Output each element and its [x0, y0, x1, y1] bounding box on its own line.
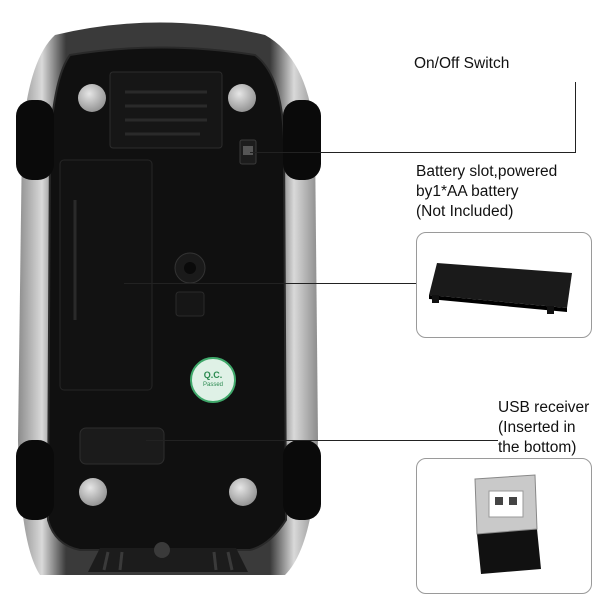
rear-right-tire — [283, 440, 321, 520]
usb-callout-line1: USB receiver — [498, 399, 590, 416]
foot-pad-top-right — [228, 84, 256, 112]
switch-leader-vertical — [575, 82, 576, 153]
label-panel — [109, 71, 223, 149]
battery-callout-line3: (Not Included) — [416, 203, 514, 220]
battery-callout-line2: by1*AA battery — [416, 183, 519, 200]
usb-receiver-slot — [79, 427, 165, 465]
rear-left-tire — [16, 440, 54, 520]
qc-seal-sub: Passed — [202, 382, 223, 388]
battery-cover-inset — [416, 232, 592, 338]
front-right-tire — [283, 100, 321, 180]
battery-leader-line — [124, 283, 416, 284]
usb-receiver-image — [474, 474, 541, 574]
qc-seal: Q.C. Passed — [190, 357, 236, 403]
battery-callout-line1: Battery slot,powered — [416, 163, 558, 180]
battery-cover — [59, 159, 153, 391]
label-panel-lines — [125, 90, 207, 136]
front-left-tire — [16, 100, 54, 180]
switch-callout: On/Off Switch — [414, 55, 510, 72]
usb-receiver-inset — [416, 458, 592, 594]
foot-pad-top-left — [78, 84, 106, 112]
scroll-wheel-nub — [154, 542, 170, 558]
foot-pad-bottom-right — [229, 478, 257, 506]
usb-leader-line — [146, 440, 498, 441]
qc-seal-title: Q.C. — [203, 370, 223, 380]
battery-cover-image — [429, 263, 572, 314]
usb-callout-line3: the bottom) — [498, 439, 577, 456]
switch-leader-line — [250, 152, 575, 153]
front-grille — [88, 548, 248, 572]
foot-pad-bottom-left — [79, 478, 107, 506]
usb-callout-line2: (Inserted in — [498, 419, 576, 436]
